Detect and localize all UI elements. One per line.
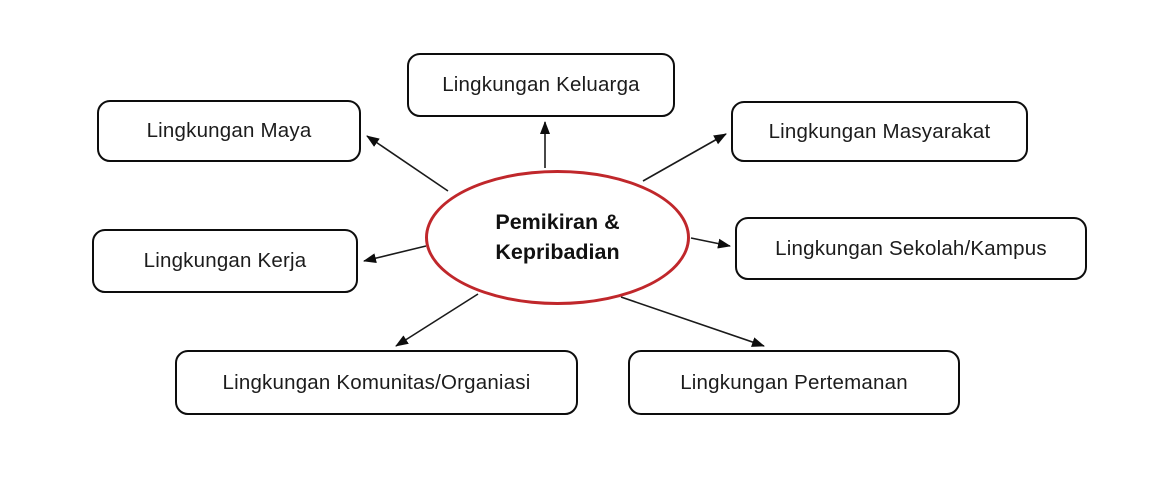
node-label: Lingkungan Pertemanan [680, 370, 908, 394]
node-lingkungan-sekolah-kampus: Lingkungan Sekolah/Kampus [735, 217, 1087, 280]
node-label: Lingkungan Masyarakat [768, 119, 991, 143]
node-lingkungan-komunitas-organiasi: Lingkungan Komunitas/Organiasi [175, 350, 578, 415]
node-label: Lingkungan Maya [146, 119, 312, 142]
edge-center-to-masyarakat [642, 133, 727, 182]
node-lingkungan-keluarga: Lingkungan Keluarga [407, 53, 675, 117]
edge-center-to-komunitas [395, 293, 479, 347]
node-lingkungan-pertemanan: Lingkungan Pertemanan [628, 350, 960, 415]
node-label: Lingkungan Kerja [143, 249, 307, 272]
node-label: Lingkungan Keluarga [442, 73, 640, 96]
edge-center-to-kerja [363, 245, 427, 264]
node-label: Lingkungan Sekolah/Kampus [775, 236, 1047, 260]
center-node-label-line2: Kepribadian [495, 239, 620, 264]
node-lingkungan-kerja: Lingkungan Kerja [92, 229, 358, 293]
edge-center-to-pertemanan [620, 296, 765, 347]
node-label: Lingkungan Komunitas/Organiasi [222, 370, 531, 394]
edge-center-to-sekolah [690, 237, 731, 249]
node-lingkungan-masyarakat: Lingkungan Masyarakat [731, 101, 1028, 162]
node-lingkungan-maya: Lingkungan Maya [97, 100, 361, 162]
edge-center-to-maya [366, 135, 449, 192]
center-node-label-line1: Pemikiran & [495, 210, 620, 235]
center-node-pemikiran-kepribadian: Pemikiran & Kepribadian [425, 170, 690, 305]
